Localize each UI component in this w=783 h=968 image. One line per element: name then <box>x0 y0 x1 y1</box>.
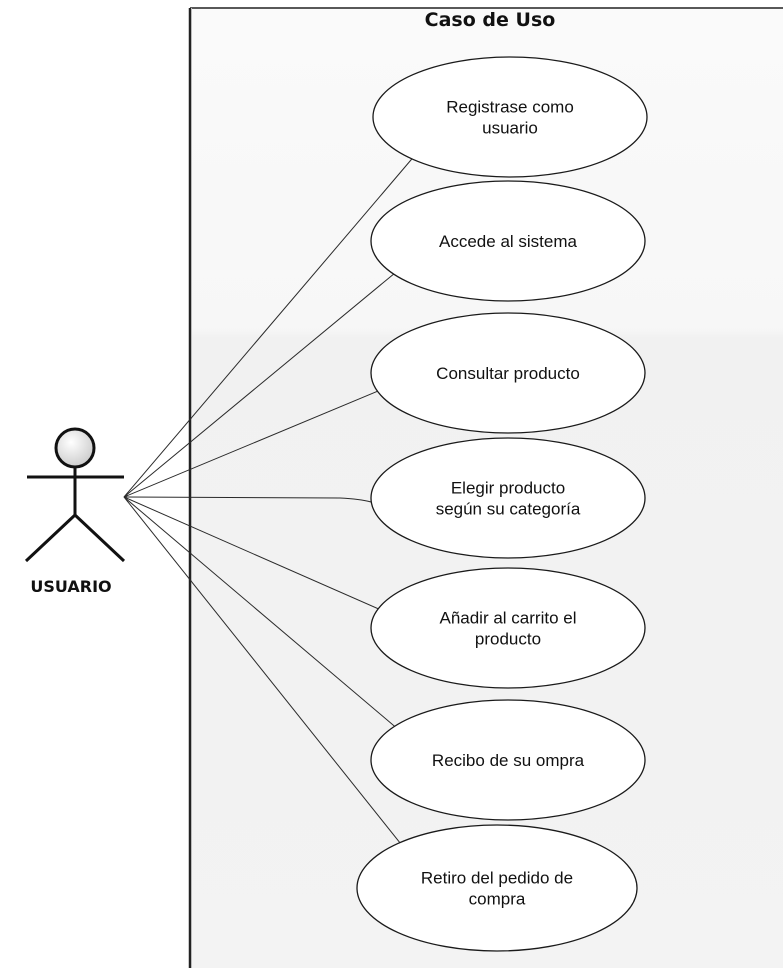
use-case-ellipse <box>372 56 648 178</box>
use-case-ellipse <box>370 312 646 434</box>
use-case-ellipse <box>370 699 646 821</box>
use-case-elegir[interactable]: Elegir producto según su categoría <box>370 437 646 559</box>
use-case-ellipse <box>370 567 646 689</box>
actor-head <box>54 427 96 469</box>
use-case-acceder[interactable]: Accede al sistema <box>370 180 646 302</box>
use-case-retiro[interactable]: Retiro del pedido de compra <box>356 824 638 952</box>
boundary-title: Caso de Uso <box>425 9 556 31</box>
use-case-label: Añadir al carrito el <box>439 609 576 628</box>
association-line <box>123 496 399 730</box>
actor-name: USUARIO <box>30 577 111 596</box>
actor-usuario[interactable]: USUARIO <box>24 427 126 596</box>
actor-left-leg <box>24 513 77 563</box>
use-case-ellipse <box>356 824 638 952</box>
use-case-ellipse <box>370 180 646 302</box>
use-case-label: Recibo de su ompra <box>432 751 585 770</box>
use-case-ellipse <box>370 437 646 559</box>
use-case-label: usuario <box>482 119 538 138</box>
use-case-label: Retiro del pedido de <box>421 869 573 888</box>
association-lines <box>123 154 416 848</box>
use-case-anadir[interactable]: Añadir al carrito el producto <box>370 567 646 689</box>
use-case-label: Consultar producto <box>436 364 580 383</box>
use-case-label: compra <box>469 890 526 909</box>
use-case-label: según su categoría <box>436 500 581 519</box>
use-case-recibo[interactable]: Recibo de su ompra <box>370 699 646 821</box>
use-case-consultar[interactable]: Consultar producto <box>370 312 646 434</box>
association-line <box>123 270 398 498</box>
association-line <box>123 496 372 503</box>
use-case-label: Registrase como <box>446 98 574 117</box>
association-line <box>123 496 404 848</box>
association-line <box>123 389 382 498</box>
association-line <box>123 496 383 612</box>
use-case-registrarse[interactable]: Registrase como usuario <box>372 56 648 178</box>
use-case-label: producto <box>475 630 541 649</box>
use-case-label: Elegir producto <box>451 479 565 498</box>
actor-right-leg <box>73 513 126 563</box>
use-case-label: Accede al sistema <box>439 232 577 251</box>
association-line <box>123 154 416 498</box>
